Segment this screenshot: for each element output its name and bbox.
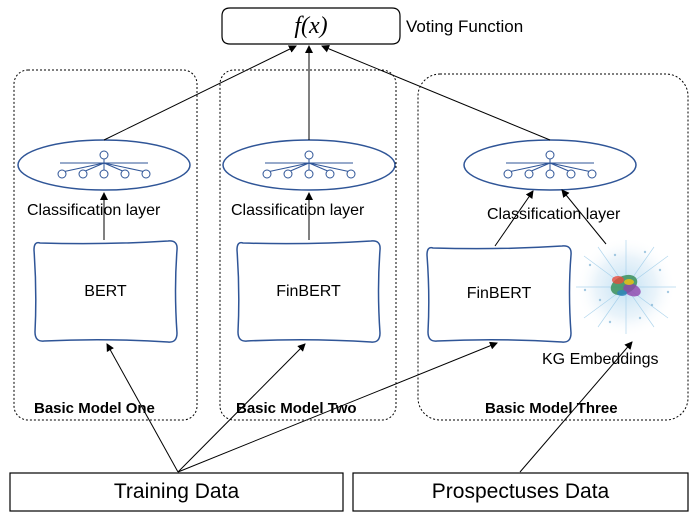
classifier-three-label: Classification layer: [487, 206, 621, 223]
prospectuses-data-box: [352, 472, 689, 512]
classifier-three: [463, 139, 637, 191]
arrow-kg-to-classifier: [561, 189, 607, 245]
kg-embeddings-label: KG Embeddings: [542, 351, 659, 368]
model-two-container: [219, 69, 397, 421]
model-three-title: Basic Model Three: [485, 400, 618, 417]
prospectuses-data-label: Prospectuses Data: [431, 480, 610, 503]
classifier-two: [222, 139, 396, 191]
encoder-box-one: [33, 240, 178, 343]
kg-embeddings-graphic: [576, 237, 676, 337]
encoder-three-label: FinBERT: [466, 285, 532, 302]
classifier-two-label: Classification layer: [231, 202, 365, 219]
arrow-training-to-finbert-three: [177, 341, 498, 473]
classifier-one: [17, 139, 191, 191]
voting-formula: f(x): [294, 12, 328, 39]
encoder-two-label: FinBERT: [276, 282, 341, 300]
classifier-one-label: Classification layer: [27, 202, 161, 219]
training-data-box: [9, 472, 344, 512]
model-one-container: [13, 69, 198, 421]
arrow-encoder-three-to-classifier: [494, 190, 534, 247]
training-data-label: Training Data: [113, 480, 240, 503]
arrow-prospectuses-to-kg: [519, 341, 633, 473]
arrow-training-to-finbert-two: [177, 343, 306, 473]
model-two-title: Basic Model Two: [236, 400, 357, 417]
model-three-container: [417, 73, 689, 421]
arrow-classifier-one-to-voting: [103, 45, 297, 141]
voting-function-label: Voting Function: [406, 17, 524, 36]
encoder-one-label: BERT: [84, 282, 127, 300]
voting-function-box: [221, 7, 401, 45]
encoder-box-two: [236, 240, 381, 343]
arrow-classifier-three-to-voting: [321, 44, 551, 141]
encoder-box-three: [426, 245, 572, 343]
model-one-title: Basic Model One: [34, 400, 155, 417]
arrow-training-to-bert: [106, 343, 179, 473]
